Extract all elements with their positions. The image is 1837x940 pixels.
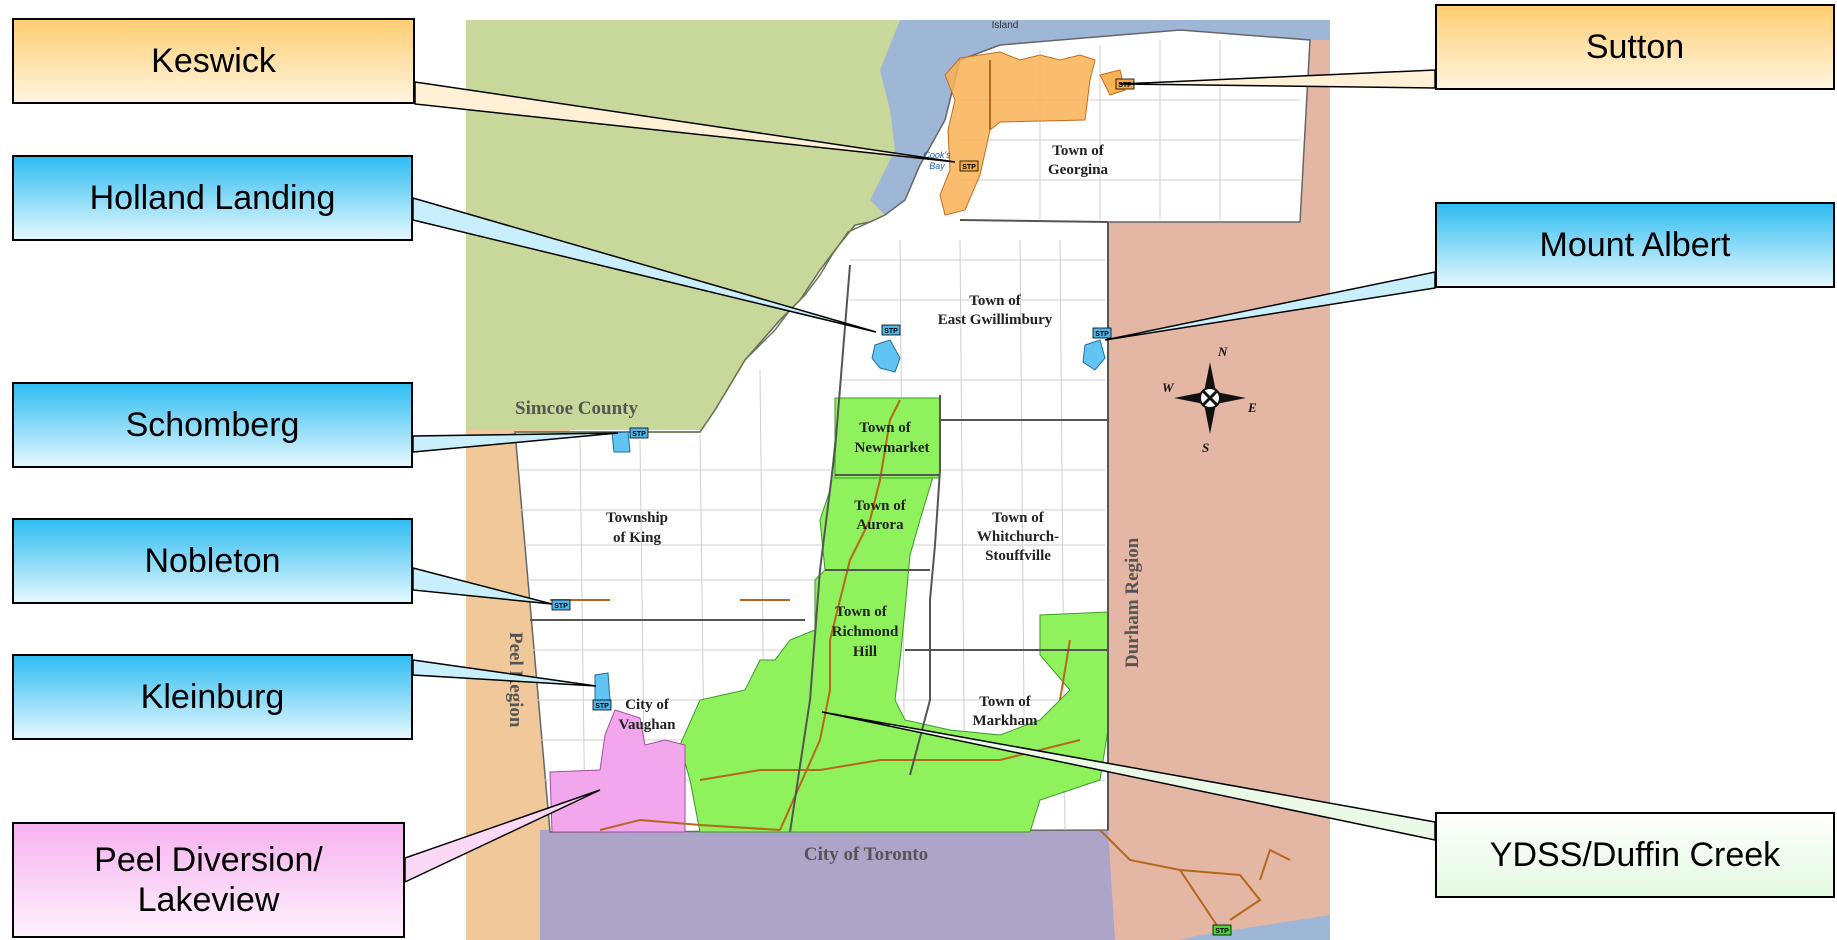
holland-landing-area <box>871 339 901 373</box>
label-vaughan-2: Vaughan <box>619 717 677 733</box>
svg-text:W: W <box>1162 380 1175 395</box>
svg-text:STP: STP <box>554 603 568 610</box>
label-whitchurch-2: Whitchurch- <box>977 529 1059 545</box>
label-king-1: Township <box>606 510 668 526</box>
callout-kleinburg: Kleinburg <box>12 654 413 740</box>
callout-schomberg-label: Schomberg <box>125 406 300 444</box>
callout-keswick-label: Keswick <box>151 42 276 80</box>
pointer-nobleton <box>412 567 553 605</box>
label-georgina-2: Georgina <box>1048 162 1108 178</box>
lake-simcoe <box>870 20 1330 215</box>
municipal-boundaries <box>530 219 1109 833</box>
callout-ydss-label: YDSS/Duffin Creek <box>1489 836 1781 874</box>
label-east-gwillimbury-2: East Gwillimbury <box>938 312 1053 328</box>
callout-ydss: YDSS/Duffin Creek <box>1435 812 1835 898</box>
label-whitchurch-1: Town of <box>992 510 1045 526</box>
pointer-peel <box>404 789 601 884</box>
callout-pointers <box>404 69 1436 884</box>
label-markham-2: Markham <box>973 713 1039 729</box>
label-richmond-hill-2: Richmond <box>832 624 899 640</box>
callout-kleinburg-label: Kleinburg <box>140 678 285 716</box>
callout-sutton: Sutton <box>1435 4 1835 90</box>
durham-region-area <box>1108 220 1330 940</box>
pointer-schomberg <box>412 432 619 453</box>
svg-text:E: E <box>1247 400 1257 415</box>
label-island: Island <box>992 20 1019 31</box>
pointer-keswick <box>414 81 956 163</box>
label-markham-1: Town of <box>979 694 1032 710</box>
svg-text:STP: STP <box>1095 331 1109 338</box>
stp-kleinburg: STP <box>592 699 612 711</box>
pointer-holland-landing <box>412 197 877 333</box>
label-cooks-bay-1: Cook's <box>923 150 951 160</box>
svg-text:STP: STP <box>1118 82 1132 89</box>
ydss-service-area <box>679 397 1109 833</box>
toronto-area <box>540 830 1140 940</box>
kleinburg-area <box>594 672 611 703</box>
stp-keswick: STP <box>959 160 979 172</box>
label-newmarket-1: Town of <box>859 420 912 436</box>
label-richmond-hill-3: Hill <box>853 644 877 660</box>
svg-text:S: S <box>1202 440 1209 455</box>
svg-text:STP: STP <box>632 431 646 438</box>
callout-nobleton-label: Nobleton <box>144 542 281 580</box>
peel-service-area <box>549 709 686 833</box>
callout-peel-diversion-label-2: Lakeview <box>137 881 280 919</box>
label-east-gwillimbury-1: Town of <box>969 293 1022 309</box>
label-king-2: of King <box>613 530 661 546</box>
callout-nobleton: Nobleton <box>12 518 413 604</box>
label-aurora-2: Aurora <box>856 517 904 533</box>
stp-markers: STP STP STP STP STP STP STP STP <box>551 78 1232 936</box>
stp-schomberg: STP <box>629 427 649 439</box>
callout-keswick: Keswick <box>12 18 415 104</box>
callout-mount-albert-label: Mount Albert <box>1539 226 1731 264</box>
callout-sutton-label: Sutton <box>1585 28 1685 66</box>
svg-text:STP: STP <box>1215 928 1229 935</box>
callout-peel-diversion-label-1: Peel Diversion/ <box>94 841 323 879</box>
svg-text:N: N <box>1217 344 1228 359</box>
svg-text:STP: STP <box>595 703 609 710</box>
label-richmond-hill-1: Town of <box>835 604 888 620</box>
georgina-service-area <box>939 51 1096 216</box>
svg-text:STP: STP <box>884 328 898 335</box>
label-cooks-bay-2: Bay <box>929 161 945 171</box>
schomberg-area <box>611 431 631 453</box>
callout-schomberg: Schomberg <box>12 382 413 468</box>
simcoe-boundary <box>515 221 871 433</box>
compass-rose-icon: N S E W <box>1162 344 1257 455</box>
svg-text:STP: STP <box>962 164 976 171</box>
label-newmarket-2: Newmarket <box>855 440 930 456</box>
stp-mount-albert: STP <box>1092 327 1112 339</box>
callout-peel-diversion: Peel Diversion/ Lakeview <box>12 822 405 938</box>
label-durham: Durham Region <box>1122 537 1143 668</box>
stp-holland-landing: STP <box>881 324 901 336</box>
label-aurora-1: Town of <box>854 498 907 514</box>
pointer-kleinburg <box>412 659 597 687</box>
label-simcoe-county: Simcoe County <box>515 398 638 419</box>
label-georgina-1: Town of <box>1052 143 1105 159</box>
callout-holland-landing-label: Holland Landing <box>89 179 336 217</box>
callout-mount-albert: Mount Albert <box>1435 202 1835 288</box>
mount-albert-area <box>1082 339 1106 371</box>
callout-holland-landing: Holland Landing <box>12 155 413 241</box>
stp-duffin-creek: STP <box>1212 924 1232 936</box>
label-toronto: City of Toronto <box>804 844 928 865</box>
label-vaughan-1: City of <box>625 697 670 713</box>
stp-nobleton: STP <box>551 599 571 611</box>
label-whitchurch-3: Stouffville <box>985 548 1051 564</box>
